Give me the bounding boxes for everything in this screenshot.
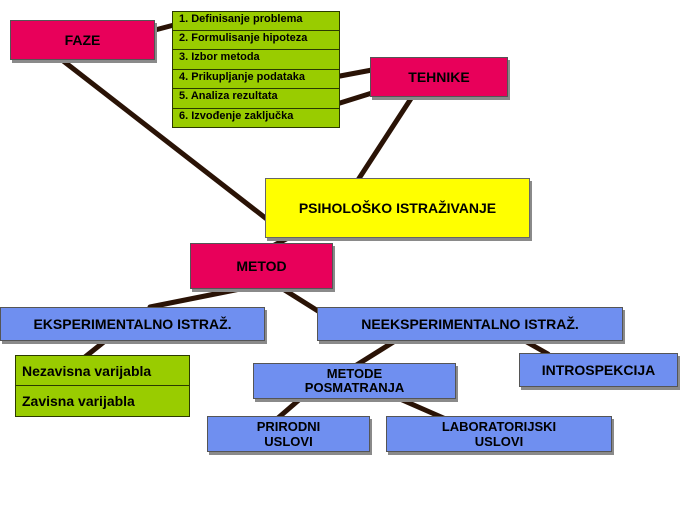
link-metod-neeksperimentalno <box>280 286 321 314</box>
link-faze-center <box>59 57 271 223</box>
list-item: 2. Formulisanje hipoteza <box>172 30 340 50</box>
list-item: Zavisna varijabla <box>15 386 190 417</box>
list-item: 1. Definisanje problema <box>172 11 340 31</box>
introspekcija-box: INTROSPEKCIJA <box>519 353 678 387</box>
faze-box: FAZE <box>10 20 155 60</box>
link-tehnike-item4 <box>337 67 375 79</box>
list-item: 4. Prikupljanje podataka <box>172 69 340 89</box>
list-item: 5. Analiza rezultata <box>172 89 340 109</box>
link-tehnike-item5 <box>337 90 375 106</box>
tehnike-label: TEHNIKE <box>408 69 470 85</box>
center-box: PSIHOLOŠKO ISTRAŽIVANJE <box>265 178 530 238</box>
list-item: Nezavisna varijabla <box>15 355 190 386</box>
tehnike-box: TEHNIKE <box>370 57 508 97</box>
link-tehnike-center <box>355 94 415 183</box>
variables-list: Nezavisna varijabla Zavisna varijabla <box>15 355 190 417</box>
list-item: 6. Izvođenje zaključka <box>172 108 340 128</box>
eksperimentalno-label: EKSPERIMENTALNO ISTRAŽ. <box>33 316 232 332</box>
eksperimentalno-box: EKSPERIMENTALNO ISTRAŽ. <box>0 307 265 341</box>
link-neeksp-metode <box>352 338 398 369</box>
neeksperimentalno-label: NEEKSPERIMENTALNO ISTRAŽ. <box>361 316 579 332</box>
link-metode-prirodni <box>275 396 303 421</box>
faze-label: FAZE <box>64 32 101 48</box>
introspekcija-label: INTROSPEKCIJA <box>541 362 656 378</box>
prirodni-uslovi-box: PRIRODNI USLOVI <box>207 416 370 452</box>
metode-posmatranja-box: METODE POSMATRANJA <box>253 363 456 399</box>
link-eksperimentalno-variables <box>82 338 108 360</box>
laboratorijski-uslovi-box: LABORATORIJSKI USLOVI <box>386 416 612 452</box>
prirodni-uslovi-label: PRIRODNI USLOVI <box>256 419 321 449</box>
link-metod-eksperimentalno <box>147 286 243 310</box>
metod-box: METOD <box>190 243 333 289</box>
center-label: PSIHOLOŠKO ISTRAŽIVANJE <box>298 200 497 216</box>
laboratorijski-uslovi-label: LABORATORIJSKI USLOVI <box>441 419 557 449</box>
list-item: 3. Izbor metoda <box>172 50 340 70</box>
neeksperimentalno-box: NEEKSPERIMENTALNO ISTRAŽ. <box>317 307 623 341</box>
metode-posmatranja-label: METODE POSMATRANJA <box>304 366 405 395</box>
metod-label: METOD <box>236 258 287 274</box>
faze-steps-list: 1. Definisanje problema 2. Formulisanje … <box>172 11 340 128</box>
link-faze-list <box>152 22 177 33</box>
link-neeksp-introspekcija <box>522 338 551 357</box>
